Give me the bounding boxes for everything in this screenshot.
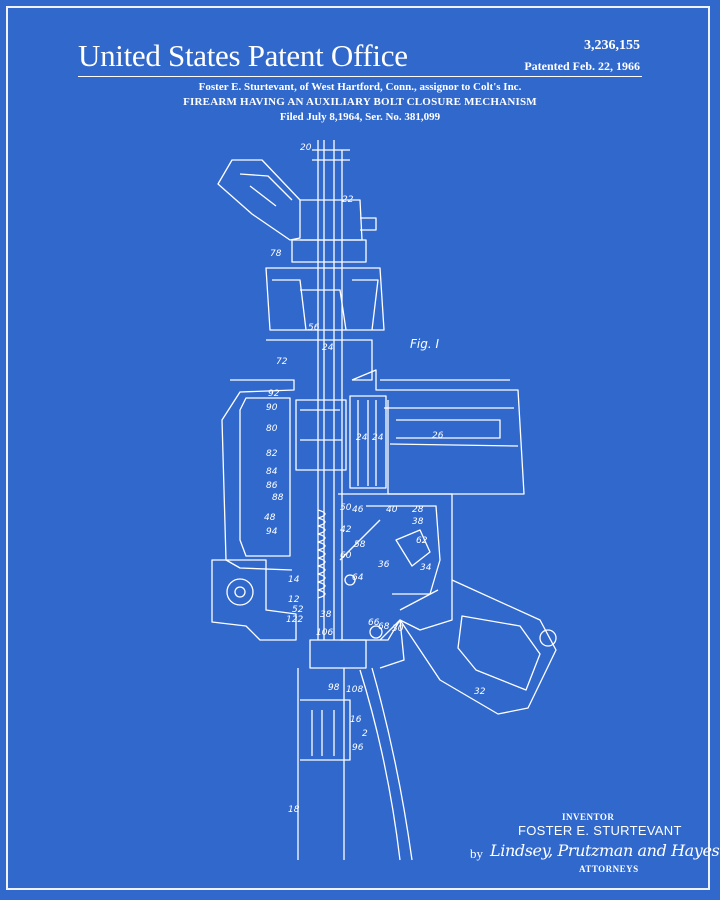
attorney-signature: Lindsey, Prutzman and Hayes	[490, 841, 720, 860]
reference-numerals: 20 22 78 56 24 72 92 90 80 82 84 86 88 2…	[264, 143, 486, 815]
ref-numeral: 122	[286, 615, 303, 625]
patent-title: FIREARM HAVING AN AUXILIARY BOLT CLOSURE…	[183, 96, 537, 108]
ref-numeral: 62	[416, 536, 428, 546]
ref-numeral: 60	[340, 551, 352, 561]
ref-numeral: 80	[266, 424, 278, 434]
ref-numeral: 12	[288, 595, 300, 605]
ref-numeral: 38	[320, 610, 332, 620]
rifle-linework	[211, 140, 557, 861]
ref-numeral: 78	[270, 249, 282, 259]
ref-numeral: 82	[266, 449, 278, 459]
ref-numeral: 92	[268, 389, 280, 399]
ref-numeral: 22	[342, 195, 354, 205]
ref-numeral: 50	[340, 503, 352, 513]
ref-numeral: 88	[272, 493, 284, 503]
figure-label: Fig. I	[410, 337, 439, 351]
ref-numeral: 86	[266, 481, 278, 491]
ref-numeral: 96	[352, 743, 364, 753]
ref-numeral: 46	[352, 505, 364, 515]
filed-line: Filed July 8,1964, Ser. No. 381,099	[279, 111, 441, 123]
ref-numeral: 58	[354, 540, 366, 550]
office-title: United States Patent Office	[78, 38, 408, 73]
ref-numeral: 48	[264, 513, 276, 523]
ref-numeral: 30	[392, 624, 404, 634]
ref-numeral: 16	[350, 715, 362, 725]
inventor-label: INVENTOR	[562, 812, 615, 822]
ref-numeral: 56	[308, 323, 320, 333]
ref-numeral: 32	[474, 687, 486, 697]
patented-date: Patented Feb. 22, 1966	[524, 59, 640, 73]
ref-numeral: 40	[386, 505, 398, 515]
page-border	[6, 6, 710, 890]
ref-numeral: 84	[266, 467, 278, 477]
ref-numeral: 18	[288, 805, 300, 815]
ref-numeral: 24	[322, 343, 334, 353]
patent-number: 3,236,155	[584, 38, 640, 53]
ref-numeral: 2	[362, 729, 368, 739]
header-rule	[78, 76, 642, 77]
ref-numeral: 64	[352, 573, 364, 583]
ref-numeral: 36	[378, 560, 390, 570]
ref-numeral: 38	[412, 517, 424, 527]
ref-numeral: 26	[432, 431, 444, 441]
ref-numeral: 66	[368, 618, 380, 628]
ref-numeral: 90	[266, 403, 278, 413]
ref-numeral: 14	[288, 575, 300, 585]
ref-numeral: 72	[276, 357, 288, 367]
ref-numeral: 106	[316, 628, 333, 638]
ref-numeral: 98	[328, 683, 340, 693]
ref-numeral: 28	[412, 505, 424, 515]
ref-numeral: 68	[378, 622, 390, 632]
ref-numeral: 24	[356, 433, 368, 443]
ref-numeral: 24	[372, 433, 384, 443]
ref-numeral: 108	[346, 685, 363, 695]
ref-numeral: 20	[300, 143, 312, 153]
ref-numeral: 52	[292, 605, 304, 615]
ref-numeral: 42	[340, 525, 352, 535]
ref-numeral: 94	[266, 527, 278, 537]
inventor-assignor-line: Foster E. Sturtevant, of West Hartford, …	[198, 81, 522, 93]
attorneys-label: ATTORNEYS	[579, 864, 639, 874]
by-label: by	[470, 846, 483, 861]
inventor-name: FOSTER E. STURTEVANT	[518, 823, 682, 838]
ref-numeral: 34	[420, 563, 432, 573]
